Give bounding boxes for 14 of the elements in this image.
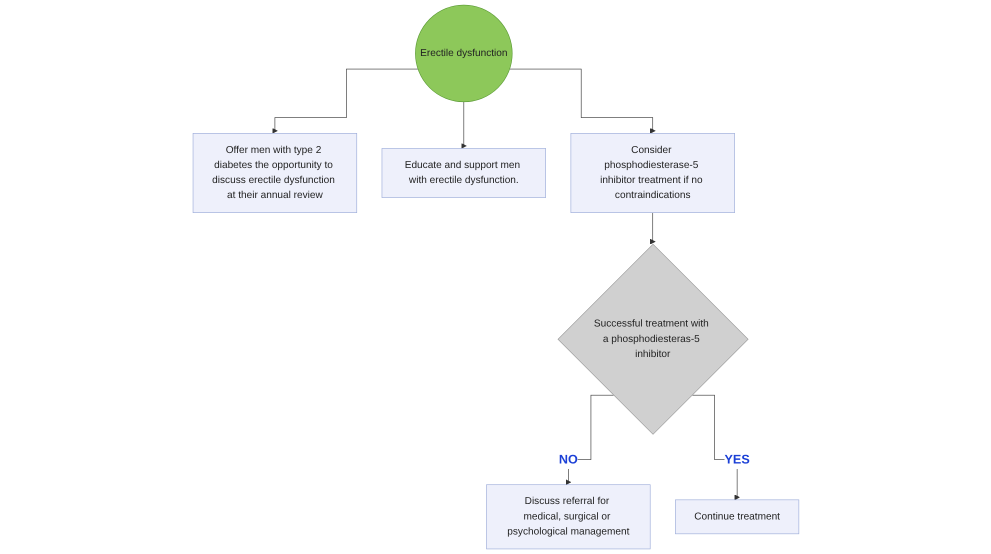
node-box: Educate and support men with erectile dysfunction. bbox=[381, 148, 546, 198]
edge-label: YES bbox=[724, 452, 750, 466]
edge-label: NO bbox=[558, 452, 578, 466]
arrow bbox=[650, 212, 656, 244]
node-box: Offer men with type 2 diabetes the opportunity to discuss erectile dysfunction at their annual review bbox=[192, 133, 357, 213]
arrow bbox=[508, 68, 656, 134]
node-box: Discuss referral for medical, surgical or psychological management bbox=[486, 484, 650, 550]
arrow bbox=[272, 68, 418, 134]
node-diamond: Successful treatment with a phosphodiesteras-5 inhibitor bbox=[557, 244, 748, 435]
node-circle: Erectile dysfunction bbox=[414, 4, 512, 102]
node-box: Consider phosphodiesterase-5 inhibitor treatment if no contraindications bbox=[570, 133, 734, 213]
arrow bbox=[565, 394, 614, 485]
arrow bbox=[460, 102, 466, 149]
node-box: Continue treatment bbox=[674, 500, 799, 534]
